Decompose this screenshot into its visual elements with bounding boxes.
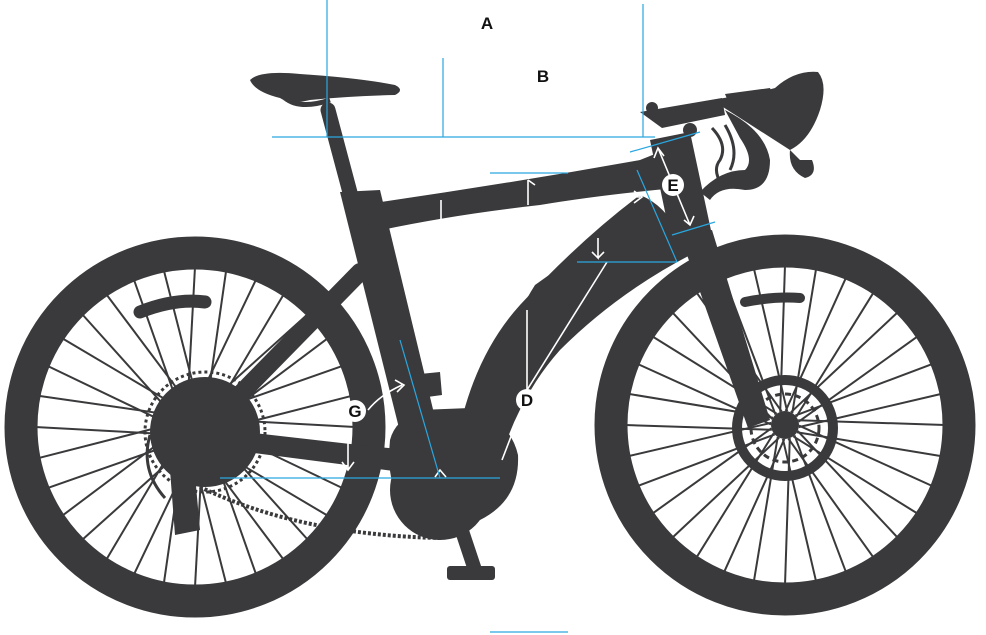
badge-d: D — [516, 389, 538, 411]
label-a: A — [481, 14, 493, 33]
label-e: E — [667, 176, 678, 195]
label-f: F — [599, 209, 609, 228]
spoke — [624, 424, 772, 431]
spoke — [796, 430, 899, 539]
rear-derailleur — [170, 470, 200, 535]
spoke — [779, 264, 786, 412]
badge-e: E — [662, 174, 684, 196]
spoke — [46, 364, 174, 427]
spoke — [795, 291, 875, 418]
top-tube — [360, 150, 676, 232]
spoke — [81, 313, 176, 419]
spoke — [784, 276, 848, 412]
fork — [680, 230, 770, 428]
spoke — [61, 337, 183, 411]
label-b: B — [537, 67, 549, 86]
front-hub — [771, 411, 799, 439]
line-head-angle — [636, 169, 678, 263]
pedal — [447, 566, 495, 580]
spoke — [798, 424, 934, 488]
seat-post — [320, 102, 360, 208]
front-fender-clip — [740, 292, 805, 307]
spoke — [37, 394, 177, 417]
hood — [725, 88, 775, 106]
rear-tire — [4, 236, 386, 618]
label-d: D — [521, 391, 533, 410]
rear-fender-clip — [133, 294, 212, 319]
badge-g: G — [344, 400, 366, 422]
handlebar-drop — [700, 110, 770, 200]
motor — [389, 408, 519, 540]
seat-stay — [201, 263, 369, 434]
disc-rotor — [732, 375, 838, 481]
label-c: C — [435, 318, 447, 337]
spoke — [794, 362, 934, 417]
label-g: G — [348, 402, 361, 421]
spoke — [695, 432, 775, 559]
blue-measure-lines — [220, 0, 716, 633]
stem — [640, 98, 725, 128]
line-e-top — [629, 131, 701, 153]
headset-cap — [646, 102, 658, 114]
chain — [199, 485, 441, 540]
saddle — [250, 72, 400, 103]
crank-arm — [443, 488, 482, 577]
spoke — [798, 392, 943, 429]
brake-cable — [710, 126, 725, 186]
spoke — [790, 311, 899, 414]
front-tire — [594, 234, 976, 616]
battery — [490, 240, 634, 420]
white-measure-lines — [341, 146, 695, 478]
line-e-bottom — [671, 221, 716, 236]
spoke — [636, 433, 776, 488]
spoke — [784, 438, 791, 586]
line-c — [399, 339, 441, 479]
front-spokes — [624, 264, 946, 586]
motor-bracket — [410, 372, 442, 398]
spoke — [671, 436, 780, 539]
front-wheel — [594, 234, 976, 616]
